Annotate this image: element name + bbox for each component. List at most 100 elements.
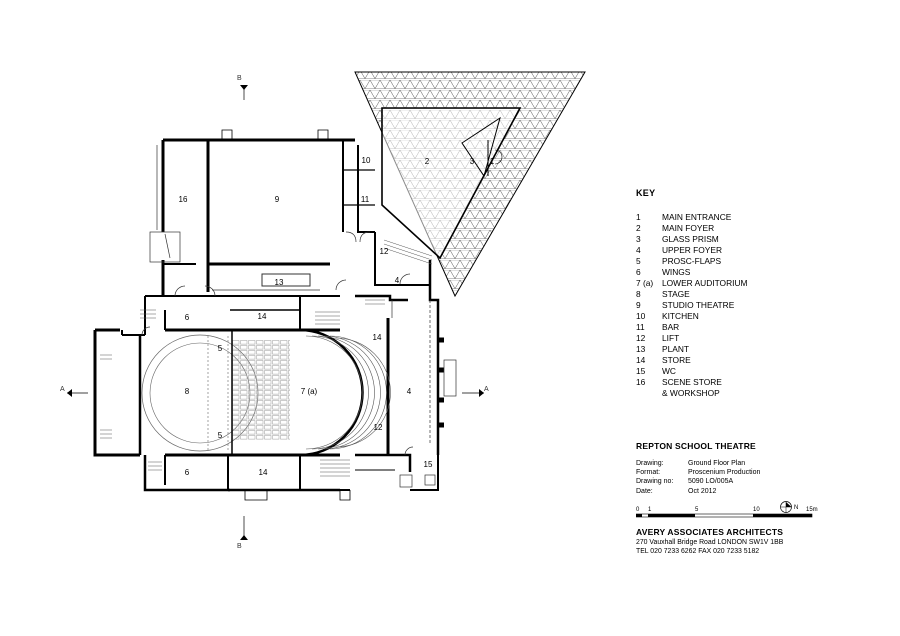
key-item-label: LOWER AUDITORIUM: [662, 278, 748, 288]
key-item-label: LIFT: [662, 333, 680, 343]
title-block: REPTON SCHOOL THEATRE Drawing: Ground Flo…: [636, 441, 836, 532]
room-label-6-upper: 6: [185, 313, 190, 322]
section-marker-b-top: B: [237, 75, 248, 100]
metadata-value: 5090 LO/005A: [688, 478, 734, 486]
metadata-key: Format:: [636, 469, 661, 477]
room-label-13: 13: [275, 278, 284, 287]
auditorium-seating: [231, 328, 391, 457]
key-item-label: MAIN ENTRANCE: [662, 212, 732, 222]
key-item-number: 16: [636, 377, 646, 387]
room-label-12-upper: 12: [380, 247, 389, 256]
room-label-15: 15: [424, 460, 433, 469]
room-labels: 2 3 1 10 11 12 4 16 9 13 6 14 14 5 5 8 7…: [179, 156, 495, 477]
key-item: 11 BAR: [636, 322, 886, 333]
building-details: [100, 129, 457, 501]
architect-address: 270 Vauxhall Bridge Road LONDON SW1V 1BB: [636, 539, 784, 546]
architect-name: AVERY ASSOCIATES ARCHITECTS: [636, 527, 784, 537]
metadata-key: Date:: [636, 487, 653, 495]
svg-text:B: B: [237, 75, 242, 82]
key-item: 2 MAIN FOYER: [636, 223, 886, 234]
key-item-number: 6: [636, 267, 641, 277]
key-item-label: WINGS: [662, 267, 691, 277]
metadata-value: Proscenium Production: [688, 469, 761, 477]
key-item: 5 PROSC-FLAPS: [636, 256, 886, 267]
svg-text:B: B: [237, 543, 242, 550]
room-label-5-upper: 5: [218, 344, 223, 353]
room-label-10: 10: [362, 156, 371, 165]
room-label-16: 16: [179, 195, 188, 204]
metadata-value: Ground Floor Plan: [688, 460, 746, 467]
north-arrow: N: [780, 500, 798, 513]
project-title: REPTON SCHOOL THEATRE: [636, 441, 756, 451]
key-item-label: MAIN FOYER: [662, 223, 715, 233]
metadata-row: Drawing: Ground Floor Plan: [636, 459, 836, 468]
glass-prism: [354, 71, 586, 298]
room-label-14-lower: 14: [259, 468, 268, 477]
key-item-label: STORE: [662, 355, 691, 365]
section-markers: B B A A: [60, 75, 489, 550]
room-label-5-lower: 5: [218, 431, 223, 440]
metadata-key: Drawing no:: [636, 478, 674, 486]
key-item-number: 11: [636, 322, 645, 332]
key-item-number: [636, 388, 662, 399]
building-walls: [93, 138, 444, 492]
key-item-label: KITCHEN: [662, 311, 699, 321]
key-item-label: BAR: [662, 322, 680, 332]
key-item-number: 5: [636, 256, 641, 266]
room-label-3: 3: [470, 157, 475, 166]
metadata-row: Format: Proscenium Production: [636, 468, 836, 477]
key-item-label: PROSC-FLAPS: [662, 256, 722, 266]
room-label-7a: 7 (a): [301, 387, 318, 396]
scale-label: 5: [695, 507, 699, 513]
room-label-1: 1: [490, 157, 495, 166]
svg-text:A: A: [60, 386, 65, 393]
architect-block: AVERY ASSOCIATES ARCHITECTS 270 Vauxhall…: [636, 527, 856, 556]
key-item: & WORKSHOP: [636, 388, 886, 399]
key-item-number: 4: [636, 245, 641, 255]
section-marker-a-left: A: [60, 386, 88, 397]
architect-contact: TEL 020 7233 6262 FAX 020 7233 5182: [636, 548, 760, 555]
room-label-14-right: 14: [373, 333, 382, 342]
key-item-number: 13: [636, 344, 646, 354]
key-item-number: 3: [636, 234, 641, 244]
key-item-label: STAGE: [662, 289, 690, 299]
key-item-number: 1: [636, 212, 641, 222]
key-item-number: 2: [636, 223, 641, 233]
metadata-row: Date: Oct 2012: [636, 487, 836, 496]
room-label-11: 11: [361, 195, 370, 204]
room-label-2: 2: [425, 157, 430, 166]
key-item-number: 14: [636, 355, 646, 365]
key-item-label: STUDIO THEATRE: [662, 300, 735, 310]
scale-label: 1: [648, 507, 652, 513]
key-item-number: 15: [636, 366, 646, 376]
room-label-4-lower: 4: [407, 387, 412, 396]
metadata-key: Drawing:: [636, 460, 664, 467]
section-marker-a-right: A: [462, 386, 489, 397]
scale-bar-segments: [636, 513, 813, 518]
room-label-8: 8: [185, 387, 190, 396]
metadata-value: Oct 2012: [688, 487, 717, 495]
room-label-6-lower: 6: [185, 468, 190, 477]
room-label-9: 9: [275, 195, 280, 204]
metadata-row: Drawing no: 5090 LO/005A: [636, 477, 836, 486]
key-item-label: SCENE STORE: [662, 377, 722, 387]
key-item: 6 WINGS: [636, 267, 886, 278]
scale-label: 15m: [806, 507, 818, 513]
key-title: KEY: [636, 188, 656, 198]
scale-label: 10: [753, 507, 760, 513]
key-item-number: 10: [636, 311, 646, 321]
key-item: 12 LIFT: [636, 333, 886, 344]
key-item: 10 KITCHEN: [636, 311, 886, 322]
north-label: N: [794, 505, 798, 511]
room-label-12-lower: 12: [374, 423, 383, 432]
key-item-label: PLANT: [662, 344, 689, 354]
key-item-number: 12: [636, 333, 646, 343]
